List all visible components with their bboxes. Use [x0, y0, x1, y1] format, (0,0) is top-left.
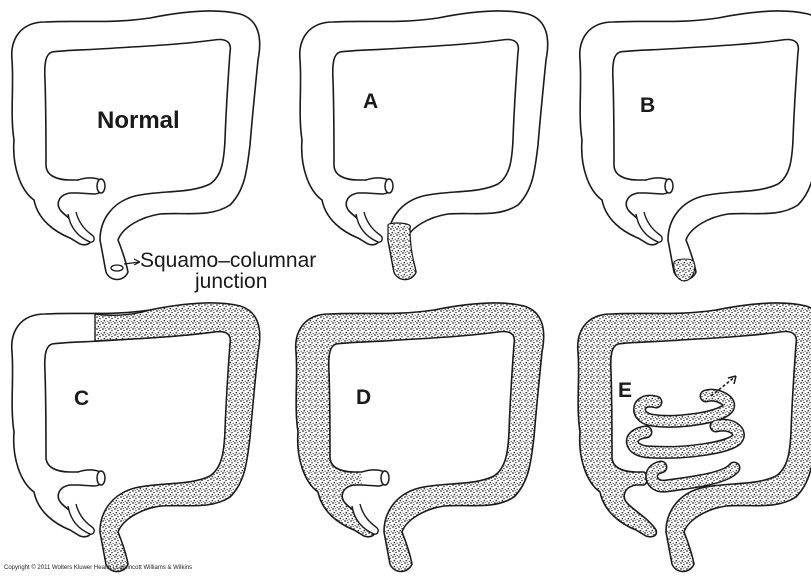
panel-label-d: D — [356, 386, 371, 409]
annotation-line2: junction — [194, 270, 267, 293]
panel-d: D — [296, 303, 544, 571]
annotation-line1: Squamo–columnar — [140, 249, 316, 272]
panel-label-b: B — [640, 94, 655, 117]
panel-e: E — [578, 303, 811, 571]
panel-label-c: C — [74, 387, 89, 410]
panel-c: C — [12, 303, 260, 571]
panel-label-a: A — [363, 90, 378, 113]
panel-normal: Normal — [12, 11, 260, 279]
panel-label-normal: Normal — [97, 107, 180, 134]
panel-b: B — [580, 11, 811, 281]
panel-a: A — [300, 11, 548, 279]
panel-label-e: E — [618, 379, 632, 402]
copyright-notice: Copyright © 2011 Wolters Kluwer Health |… — [4, 565, 192, 571]
